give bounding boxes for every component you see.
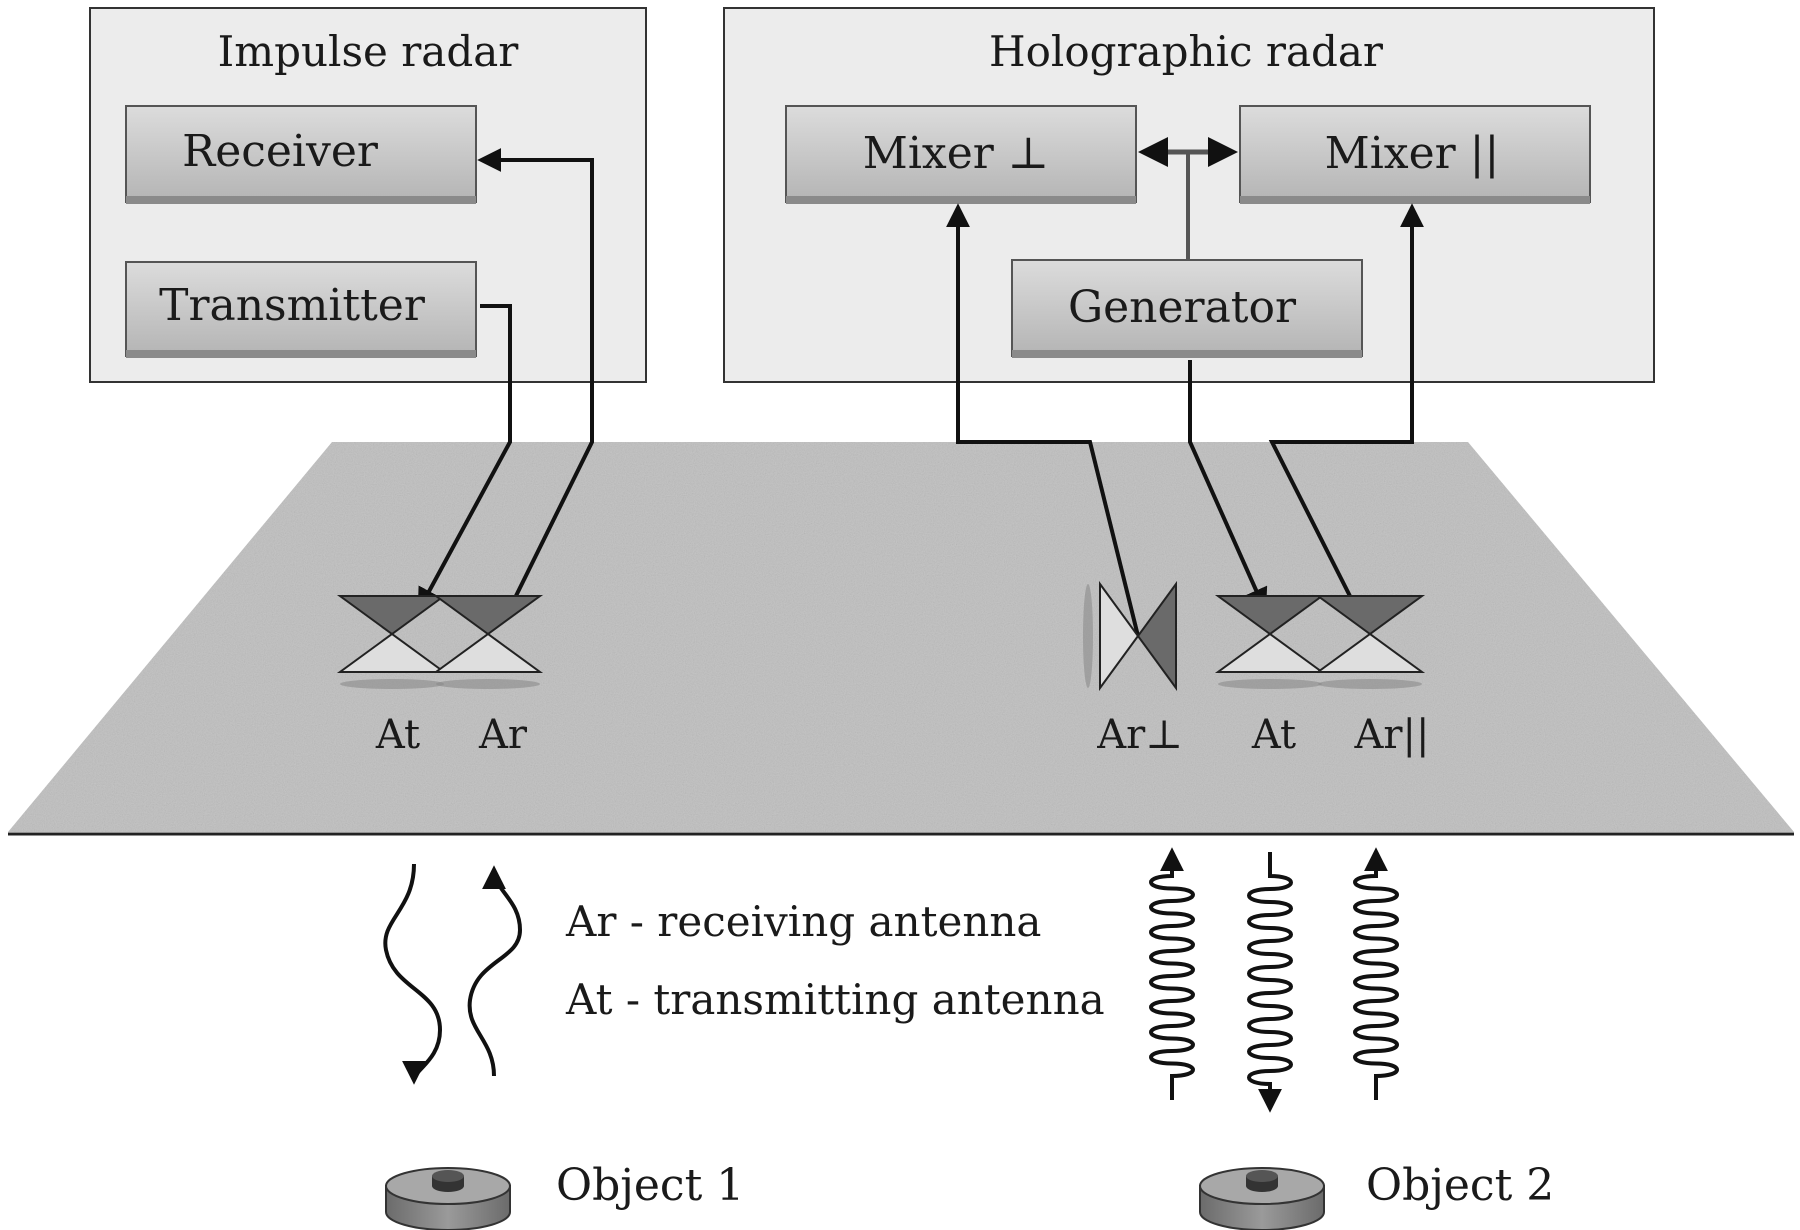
generator-label: Generator <box>1068 282 1297 333</box>
mixer-par-button[interactable]: Mixer || <box>1239 105 1591 204</box>
holographic-radar-title: Holographic radar <box>989 27 1384 76</box>
impulse-wiring <box>417 148 594 613</box>
holographic-waves <box>1149 847 1399 1113</box>
ground-surface <box>8 442 1794 836</box>
receiver-label: Receiver <box>182 126 379 177</box>
object1-label: Object 1 <box>556 1160 744 1211</box>
object2-disk <box>1199 1167 1325 1230</box>
mixer-link-arrow <box>1138 137 1238 260</box>
transmitter-label: Transmitter <box>159 280 426 331</box>
holo-ar-par-antenna <box>1314 595 1426 689</box>
impulse-waves <box>383 863 523 1085</box>
holo-ar-par-label: Ar|| <box>1354 712 1430 758</box>
impulse-ar-antenna <box>432 595 544 689</box>
holo-wave-up-par <box>1353 847 1399 1100</box>
object2: Object 2 <box>1199 1160 1554 1230</box>
generator-button[interactable]: Generator <box>1011 259 1363 358</box>
legend: Ar - receiving antenna At - transmitting… <box>565 897 1105 1024</box>
mixer-perp-button[interactable]: Mixer ⊥ <box>785 105 1137 204</box>
impulse-radar-title: Impulse radar <box>218 27 520 76</box>
impulse-up-wave <box>467 865 523 1077</box>
impulse-radar-panel: Impulse radar Receiver Transmitter <box>89 7 647 383</box>
object2-label: Object 2 <box>1366 1160 1554 1211</box>
legend-at: At - transmitting antenna <box>565 975 1105 1024</box>
holo-wave-down <box>1247 852 1293 1113</box>
mixer-par-label: Mixer || <box>1325 128 1500 179</box>
holo-wave-up-perp <box>1149 847 1195 1100</box>
transmitter-button[interactable]: Transmitter <box>125 261 477 358</box>
antenna-group <box>336 580 1426 692</box>
holo-at-antenna <box>1214 595 1326 689</box>
impulse-down-wave <box>383 863 443 1085</box>
legend-ar: Ar - receiving antenna <box>565 897 1041 946</box>
mixer-perp-label: Mixer ⊥ <box>863 128 1049 179</box>
impulse-at-label: At <box>375 712 420 758</box>
object1: Object 1 <box>385 1160 744 1230</box>
holo-ar-perp-antenna <box>1083 580 1177 692</box>
holographic-radar-panel: Holographic radar Mixer ⊥ Mixer || Gener… <box>723 7 1655 383</box>
impulse-ar-label: Ar <box>478 712 528 758</box>
impulse-at-antenna <box>336 595 448 689</box>
holo-ar-perp-label: Ar⊥ <box>1096 712 1183 758</box>
holo-at-label: At <box>1251 712 1296 758</box>
receiver-button[interactable]: Receiver <box>125 105 477 204</box>
holographic-wiring <box>946 203 1424 637</box>
object1-disk <box>385 1167 511 1230</box>
